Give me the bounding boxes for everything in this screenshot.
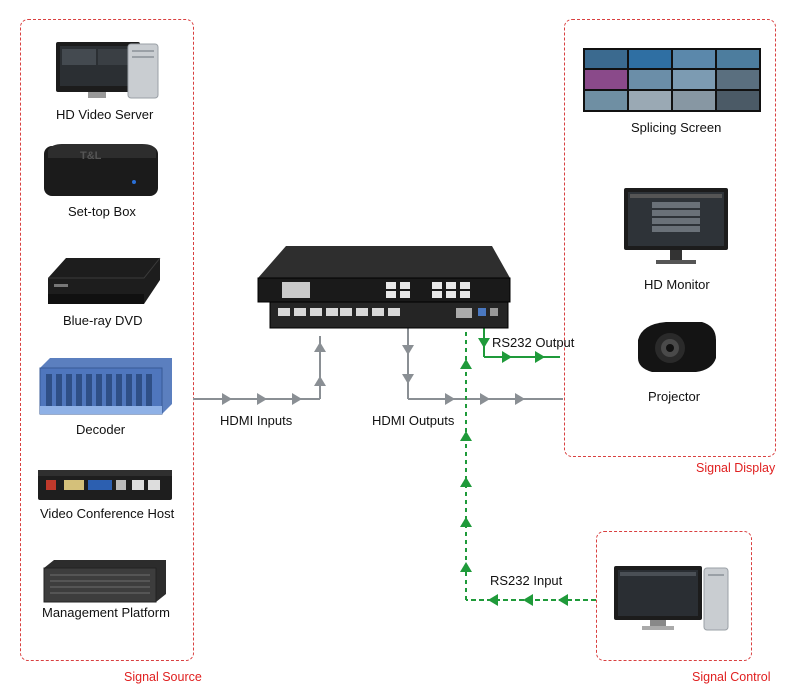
matrix-switcher-icon	[257, 246, 511, 329]
conference-host-icon	[38, 470, 172, 500]
signal-control-group	[596, 531, 752, 661]
video-wall-icon	[583, 48, 761, 112]
source-label-blue-ray-dvd: Blue-ray DVD	[63, 313, 143, 328]
rs232-input-label: RS232 Input	[490, 573, 563, 588]
display-label-splicing-screen: Splicing Screen	[631, 120, 722, 135]
decoder-rack-icon	[39, 358, 172, 415]
signal-display-group	[564, 19, 776, 457]
source-label-hd-video-server: HD Video Server	[56, 107, 154, 122]
hdmi-inputs-label: HDMI Inputs	[220, 413, 293, 428]
projector-icon	[638, 322, 716, 372]
hdmi-outputs-label: HDMI Outputs	[372, 413, 455, 428]
display-label-projector: Projector	[648, 389, 701, 404]
computer-tower-icon	[56, 42, 159, 99]
signal-source-label: Signal Source	[124, 670, 202, 684]
signal-display-label: Signal Display	[696, 461, 776, 475]
rs232-path	[460, 314, 596, 606]
hdmi-output-path	[402, 328, 563, 405]
source-label-set-top-box: Set-top Box	[68, 204, 136, 219]
rack-server-icon	[43, 560, 166, 603]
monitor-icon	[624, 188, 728, 264]
dvd-player-icon	[48, 257, 161, 304]
signal-control-label: Signal Control	[692, 670, 771, 684]
rs232-output-label: RS232 Output	[492, 335, 575, 350]
set-top-box-logo: T&L	[80, 150, 102, 162]
signal-source-group	[20, 19, 194, 661]
display-label-hd-monitor: HD Monitor	[644, 277, 710, 292]
control-computer-icon	[614, 566, 729, 631]
source-label-video-conference-host: Video Conference Host	[40, 506, 175, 521]
source-label-management-platform: Management Platform	[42, 605, 170, 620]
source-label-decoder: Decoder	[76, 422, 126, 437]
set-top-box-icon	[44, 144, 158, 196]
hdmi-input-path	[193, 336, 326, 405]
